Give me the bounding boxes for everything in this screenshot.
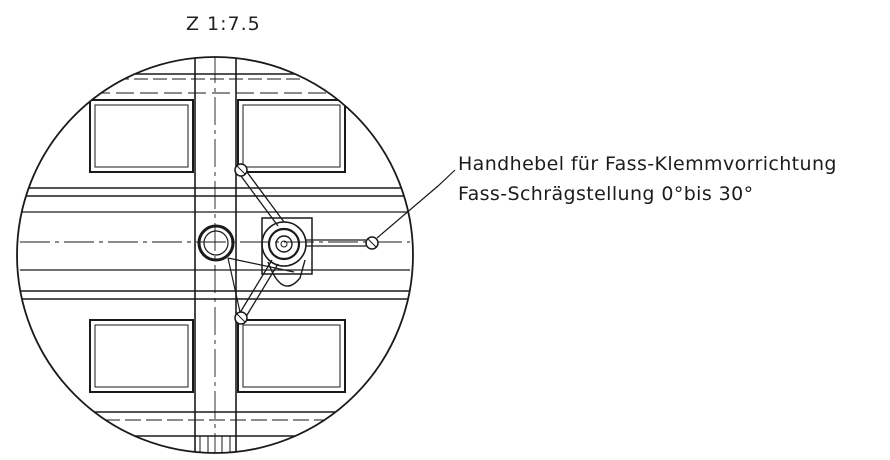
- lower-rails: [20, 290, 410, 300]
- cam-plate: [267, 259, 306, 287]
- upper-rails: [20, 187, 410, 197]
- upper-link-arm: [237, 167, 285, 227]
- upper-left-window: [89, 99, 194, 173]
- callout-text-handhebel: Handhebel für Fass-Klemmvorrichtung: [458, 153, 837, 175]
- lower-pin: [234, 311, 248, 325]
- lower-left-window: [89, 319, 194, 393]
- lower-link-arm: [237, 259, 279, 321]
- clamp-mechanism: [197, 163, 379, 325]
- lower-right-window: [237, 319, 346, 393]
- upper-right-window: [237, 99, 346, 173]
- left-hub: [197, 224, 235, 262]
- vertical-center-beam: [194, 57, 237, 453]
- callout-text-schraegstellung: Fass-Schrägstellung 0°bis 30°: [458, 183, 754, 205]
- hand-lever: [306, 236, 379, 250]
- upper-pin: [234, 163, 248, 177]
- middle-channel: [20, 211, 410, 271]
- callout-leader-line: [376, 169, 456, 239]
- detail-view-label: Z 1:7.5: [186, 13, 261, 35]
